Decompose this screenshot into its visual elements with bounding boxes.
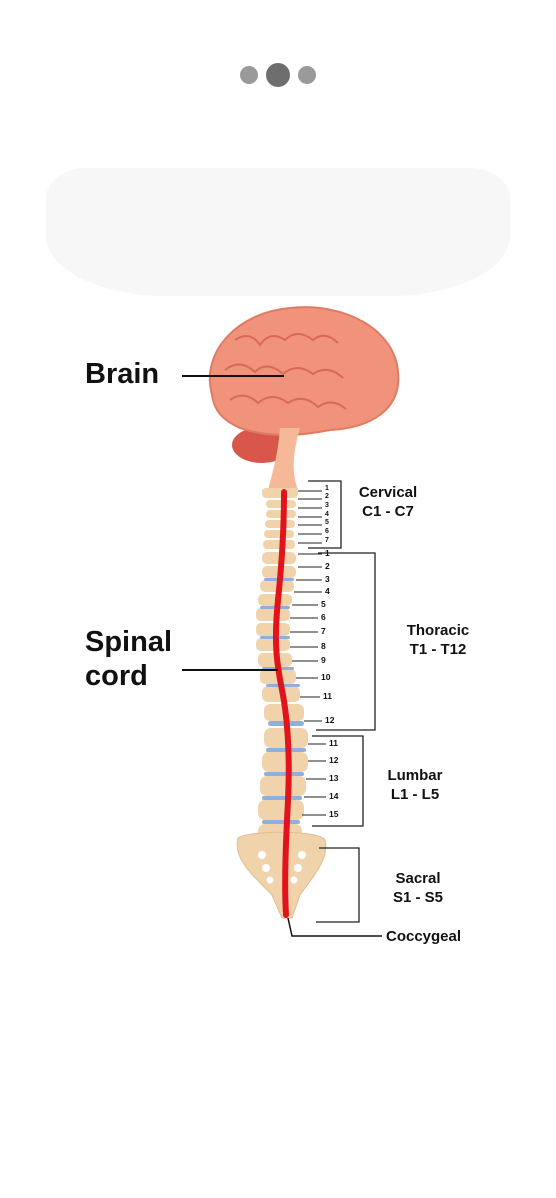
section-range: S1 - S5 xyxy=(392,889,444,906)
brain-folds xyxy=(224,333,347,410)
header-banner xyxy=(46,168,510,296)
cervical-number: 1 xyxy=(325,485,329,492)
coccygeal-label: Coccygeal xyxy=(386,928,462,945)
thoracic-number: 12 xyxy=(325,715,335,725)
thoracic-number: 7 xyxy=(321,626,326,636)
lumbar-bracket xyxy=(312,735,364,827)
carousel-dot-active[interactable] xyxy=(266,63,290,87)
thoracic-label: Thoracic T1 - T12 xyxy=(397,621,479,659)
vertebra xyxy=(256,608,290,621)
lumbar-label: Lumbar L1 - L5 xyxy=(375,766,455,804)
section-range: C1 - C7 xyxy=(362,503,414,520)
lumbar-number: 12 xyxy=(329,755,339,765)
vertebra xyxy=(258,800,304,820)
lumbar-number: 15 xyxy=(329,809,339,819)
brain-label: Brain xyxy=(85,358,160,390)
carousel-dot[interactable] xyxy=(298,66,316,84)
sacral-foramina xyxy=(258,851,306,884)
section-name: Sacral xyxy=(395,870,441,887)
thoracic-number: 10 xyxy=(321,672,331,682)
section-range: T1 - T12 xyxy=(409,641,467,658)
cervical-bracket xyxy=(308,480,342,549)
vertebra xyxy=(262,488,298,498)
thoracic-number: 8 xyxy=(321,641,326,651)
spinal-cord-label-line2: cord xyxy=(85,660,148,692)
disc xyxy=(262,796,302,800)
carousel-indicator xyxy=(0,62,556,88)
cervical-number: 6 xyxy=(325,528,329,535)
thoracic-number: 1 xyxy=(325,548,330,558)
thoracic-number: 9 xyxy=(321,655,326,665)
sacral-bracket xyxy=(316,847,360,923)
brain-illustration xyxy=(209,306,400,490)
coccygeal-leader-line xyxy=(287,917,382,937)
cervical-number: 7 xyxy=(325,537,329,544)
thoracic-number: 2 xyxy=(325,561,330,571)
sacral-label: Sacral S1 - S5 xyxy=(378,869,458,907)
vertebra xyxy=(256,623,290,636)
thoracic-number: 3 xyxy=(325,574,330,584)
cervical-number: 4 xyxy=(325,511,329,518)
disc xyxy=(262,820,300,824)
cervical-number: 3 xyxy=(325,502,329,509)
cervical-number: 2 xyxy=(325,493,329,500)
cervical-number: 5 xyxy=(325,519,329,526)
spinal-cord-label-line1: Spinal xyxy=(85,626,173,658)
section-name: Lumbar xyxy=(387,767,443,784)
section-name: Cervical xyxy=(358,484,418,501)
thoracic-bracket xyxy=(316,552,376,731)
thoracic-number: 4 xyxy=(325,586,330,596)
sacrum-illustration xyxy=(236,831,327,919)
carousel-dot[interactable] xyxy=(240,66,258,84)
vertebra xyxy=(256,638,290,651)
thoracic-number: 6 xyxy=(321,612,326,622)
lumbar-number: 11 xyxy=(329,738,338,748)
lumbar-number: 14 xyxy=(329,791,339,801)
section-name: Thoracic xyxy=(406,622,470,639)
spinal-cord-line xyxy=(272,489,292,918)
lumbar-number: 13 xyxy=(329,773,339,783)
vertebra xyxy=(264,530,294,538)
vertebra xyxy=(260,776,306,796)
vertebra-ticks xyxy=(290,490,326,816)
vertebra xyxy=(262,752,308,772)
cervical-label: Cervical C1 - C7 xyxy=(348,483,428,521)
brain-stem xyxy=(268,428,300,490)
disc xyxy=(264,772,304,776)
thoracic-number: 5 xyxy=(321,599,326,609)
vertebra xyxy=(265,520,295,528)
cerebrum xyxy=(209,306,400,436)
vertebra xyxy=(263,540,295,549)
thoracic-number: 11 xyxy=(323,691,332,701)
section-range: L1 - L5 xyxy=(390,786,440,803)
